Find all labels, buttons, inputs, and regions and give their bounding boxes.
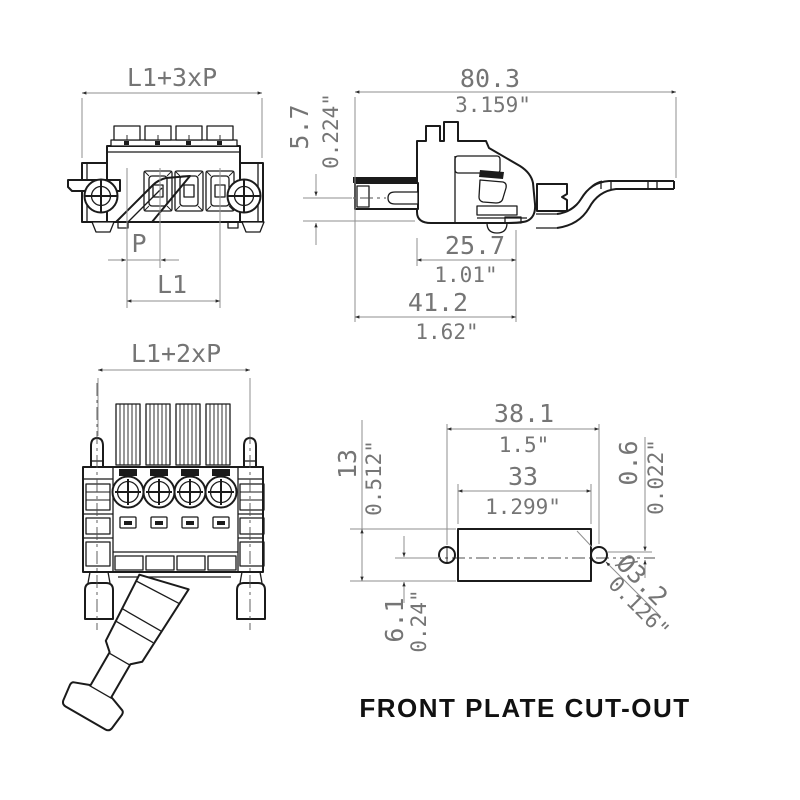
- rear-view-screws: [111, 475, 238, 509]
- side-view-bracket: [536, 180, 675, 229]
- cutout-dimensions: 38.1 1.5" 33 1.299" 13 0.512" 6.1 0.24": [333, 399, 674, 653]
- socket: [174, 170, 204, 212]
- screw: [173, 475, 207, 509]
- dim-base-mm-label: 6.1: [380, 597, 409, 642]
- front-view-left-screw: [83, 178, 119, 214]
- dim-body-in-label: 1.01": [434, 263, 497, 287]
- dim-length-mm-label: 80.3: [460, 64, 520, 93]
- dim-total-in-label: 1.62": [415, 320, 478, 344]
- rear-view-posts: [90, 437, 257, 467]
- dim-overall-width-label: L1+3xP: [127, 63, 217, 92]
- dim-width-mm-label: 33: [508, 462, 538, 491]
- dim-offset-mm-label: 5.7: [285, 104, 314, 149]
- wire-strands: [119, 404, 227, 465]
- side-view-bottom-bump: [486, 222, 508, 234]
- screw: [204, 475, 238, 509]
- cutout-right-hole: [590, 546, 608, 564]
- dim-length-in-label: 3.159": [455, 93, 531, 117]
- dim-pitch-label: P: [131, 229, 146, 258]
- rear-view-wires: [115, 403, 231, 466]
- plug-rear-view: L1+2xP: [61, 339, 266, 732]
- screw: [142, 475, 176, 509]
- dim-hole-offset-in-label: 0.022": [644, 439, 668, 515]
- rear-view-lever: [61, 573, 190, 732]
- dim-l1-label: L1: [157, 270, 187, 299]
- dim-base-in-label: 0.24": [407, 589, 431, 652]
- dim-body-mm-label: 25.7: [445, 231, 505, 260]
- front-view-sockets: [143, 170, 235, 212]
- front-view-dimensions: L1+3xP P L1: [81, 63, 263, 308]
- dim-height-mm-label: 13: [333, 449, 362, 479]
- dim-hole-offset-mm-label: 0.6: [614, 440, 643, 485]
- dim-width-in-label: 1.299": [485, 495, 561, 519]
- dim-total-mm-label: 41.2: [408, 288, 468, 317]
- dim-offset-in-label: 0.224": [319, 93, 343, 169]
- front-view-feet: [91, 221, 265, 233]
- cutout-caption: FRONT PLATE CUT-OUT: [359, 693, 690, 723]
- cutout-left-hole: [438, 546, 456, 564]
- rear-view-feet: [84, 571, 266, 620]
- front-view-right-screw: [226, 178, 262, 214]
- socket: [143, 170, 173, 212]
- rear-view-dimensions: L1+2xP: [97, 339, 251, 436]
- cutout-rectangle: [457, 528, 592, 582]
- dim-rear-overall-label: L1+2xP: [131, 339, 221, 368]
- plug-front-view: L1+3xP P L1: [67, 63, 265, 308]
- side-view-dimensions: 80.3 3.159" 5.7 0.224" 25.7 1.01" 41.2 1…: [285, 64, 677, 344]
- side-view-details: [454, 155, 527, 224]
- dim-hole-pitch-in-label: 1.5": [499, 433, 550, 457]
- dim-hole-pitch-mm-label: 38.1: [494, 399, 554, 428]
- dim-height-in-label: 0.512": [362, 440, 386, 516]
- rear-view-slots: [119, 516, 230, 529]
- plug-side-view: 80.3 3.159" 5.7 0.224" 25.7 1.01" 41.2 1…: [285, 64, 677, 344]
- screw: [111, 475, 145, 509]
- front-plate-cutout-view: 38.1 1.5" 33 1.299" 13 0.512" 6.1 0.24": [333, 399, 690, 723]
- rear-view-body: [82, 466, 265, 578]
- side-view-pin-block: [336, 177, 419, 210]
